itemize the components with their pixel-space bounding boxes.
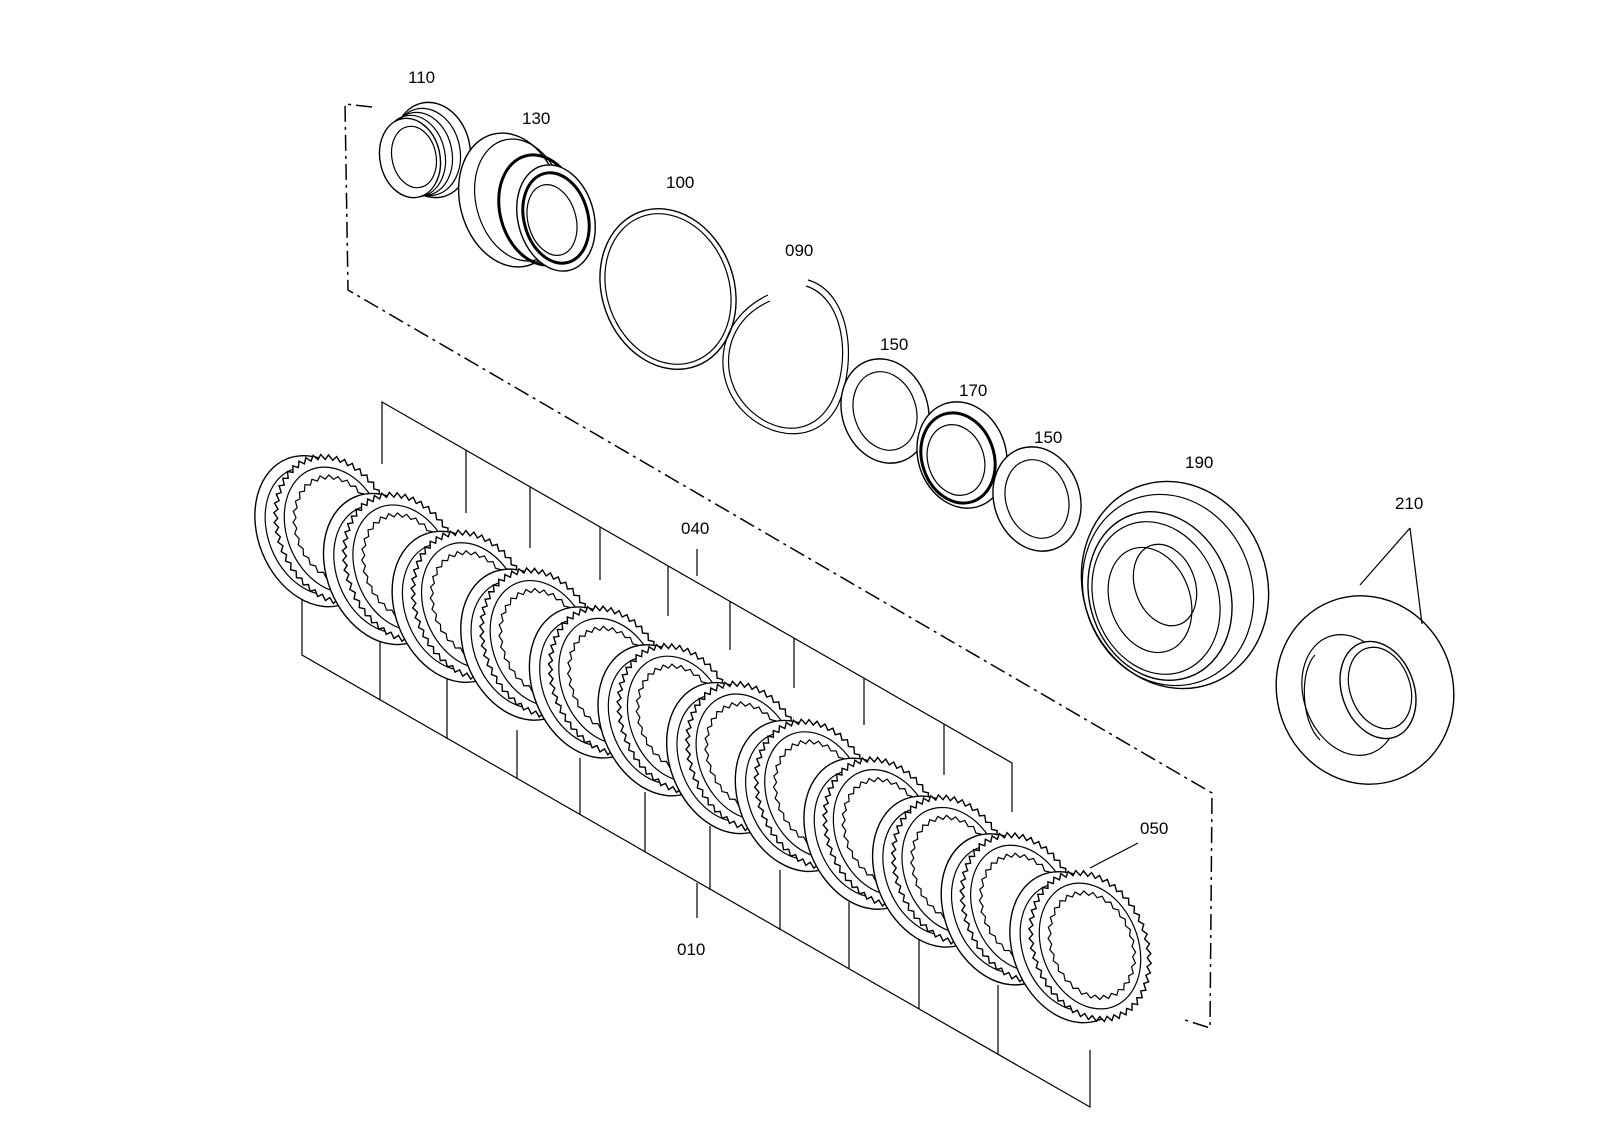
label-150-a: 150	[880, 335, 908, 354]
clutch-plate-pack	[254, 453, 1153, 1024]
part-170-bearing	[916, 401, 1008, 509]
label-010: 010	[677, 940, 705, 959]
label-190: 190	[1185, 453, 1213, 472]
label-090: 090	[785, 241, 813, 260]
part-150-washer-b	[992, 446, 1082, 552]
leader-050	[1089, 842, 1139, 869]
part-100-seal-ring	[599, 208, 737, 370]
label-100: 100	[666, 173, 694, 192]
label-040: 040	[681, 519, 709, 538]
label-050: 050	[1140, 819, 1168, 838]
label-110: 110	[408, 68, 435, 87]
assembly-boundary	[344, 103, 1213, 1030]
label-210: 210	[1395, 494, 1423, 513]
part-130-piston	[457, 132, 596, 272]
part-090-snap-ring	[722, 279, 849, 435]
label-170: 170	[959, 381, 987, 400]
part-150-washer-a	[840, 358, 930, 464]
label-130: 130	[522, 109, 550, 128]
clutch-plate	[1009, 869, 1153, 1024]
part-190-disc-carrier	[1080, 480, 1270, 690]
leader-210-b	[1409, 527, 1423, 625]
part-210-end-disc	[1275, 595, 1455, 785]
label-150-b: 150	[1034, 428, 1062, 447]
leader-grid-010	[301, 596, 1091, 1109]
part-110-threaded-ring	[378, 101, 472, 199]
leader-210-a	[1359, 527, 1411, 586]
leader-grid-040	[381, 400, 1013, 812]
